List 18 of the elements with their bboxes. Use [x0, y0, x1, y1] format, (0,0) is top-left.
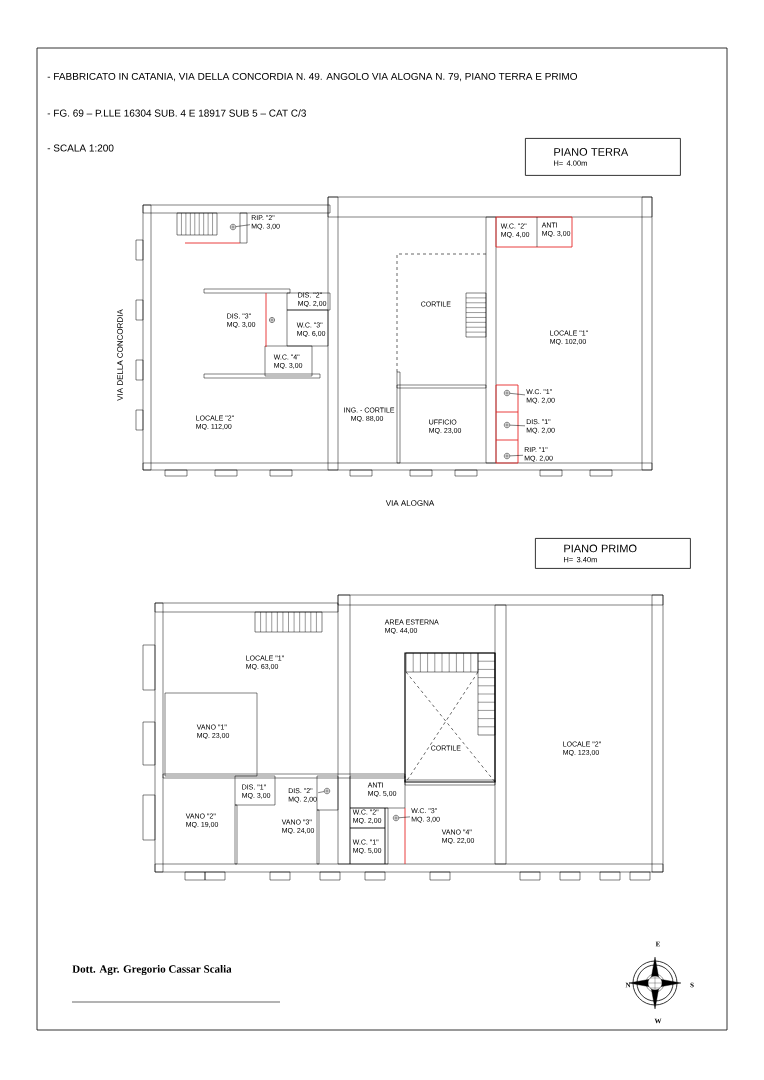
header-text: - FABBRICATO IN CATANIA, VIA DELLA CONCORDIA N. 49. ANGOLO VIA ALOGNA N. 79, PIANO TERRA E PRIMO [47, 72, 577, 82]
leader-line [509, 455, 524, 457]
header-text: - SCALA 1:200 [47, 144, 114, 152]
street-name: VIA DELLA CONCORDIA [117, 309, 123, 401]
drain-symbol [504, 422, 510, 428]
drain-symbol [504, 453, 510, 459]
drain-symbol [504, 390, 510, 396]
drain-symbol [230, 224, 236, 230]
leader-line [235, 224, 251, 227]
leader-line [509, 393, 526, 396]
header-text: - FG. 69 – P.LLE 16304 SUB. 4 E 18917 SUB 5 – CAT C/3 [47, 109, 306, 117]
leader-line [398, 816, 411, 818]
signature: Dott. Agr. Gregorio Cassar Scalia [72, 965, 232, 976]
drain-symbol [324, 788, 330, 794]
drain-symbol [393, 815, 399, 821]
street-name: VIA ALOGNA [385, 500, 435, 506]
leader-line [509, 424, 526, 427]
leader-line [317, 791, 325, 793]
